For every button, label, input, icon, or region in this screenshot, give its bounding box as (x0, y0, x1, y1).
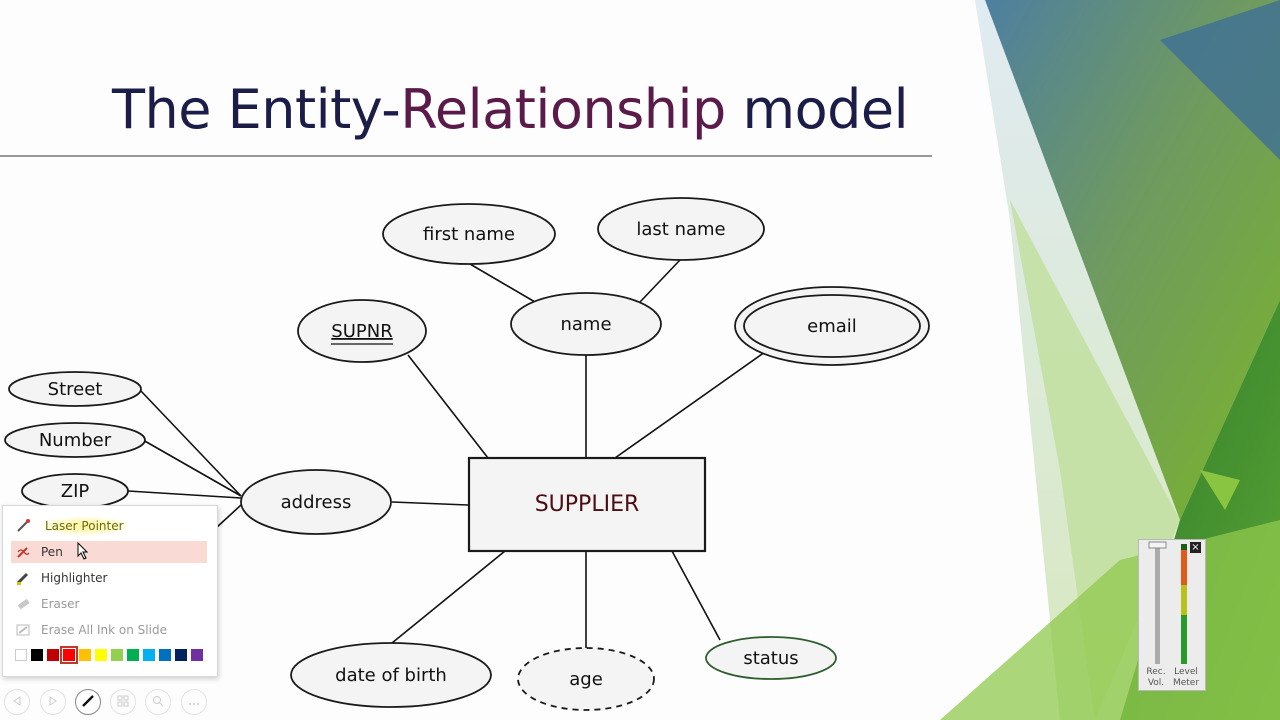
color-swatch-dark-red[interactable] (47, 649, 59, 661)
color-swatch-light-green[interactable] (111, 649, 123, 661)
color-swatch-purple[interactable] (191, 649, 203, 661)
see-all-slides-button[interactable] (110, 689, 136, 715)
attribute-last-name (597, 197, 765, 261)
menu-item-label: Eraser (41, 597, 80, 611)
name-label: name (560, 314, 611, 335)
age-label: age (569, 669, 603, 690)
attribute-supnr (297, 299, 427, 363)
mouse-cursor-icon (77, 541, 89, 563)
pen-icon (15, 544, 35, 560)
color-swatch-blue[interactable] (159, 649, 171, 661)
number-label: Number (39, 430, 112, 451)
menu-item-label: Highlighter (41, 571, 108, 585)
pen-icon (81, 694, 95, 711)
ink-color-palette (15, 646, 203, 664)
close-button[interactable]: × (1190, 542, 1201, 553)
status-label: status (743, 648, 798, 669)
menu-item-erase-all-ink[interactable]: Erase All Ink on Slide (11, 619, 207, 641)
date-of-birth-label: date of birth (335, 665, 447, 686)
last-name-label: last name (636, 219, 725, 240)
entity-supplier (467, 456, 707, 553)
color-swatch-green[interactable] (127, 649, 139, 661)
color-swatch-red[interactable] (60, 646, 78, 664)
arrow-right-icon (48, 695, 58, 709)
rec-volume-slider-handle[interactable] (1148, 541, 1167, 549)
menu-item-eraser[interactable]: Eraser (11, 593, 207, 615)
slide-title: The Entity-Relationship model (112, 78, 909, 141)
pen-options-menu: Laser Pointer Pen Highlighter Eraser (2, 505, 218, 677)
color-swatch-yellow[interactable] (95, 649, 107, 661)
level-meters (1148, 541, 1187, 664)
menu-item-label: Pen (41, 545, 63, 559)
menu-item-label: Laser Pointer (41, 517, 128, 535)
menu-item-laser-pointer[interactable]: Laser Pointer (11, 515, 207, 537)
more-options-button[interactable] (181, 689, 207, 715)
entity-supplier-label: SUPPLIER (535, 492, 640, 517)
rec-volume-track (1155, 544, 1160, 664)
level-meter-low (1181, 615, 1187, 664)
supnr-label: SUPNR (331, 321, 392, 342)
attribute-name (510, 292, 662, 356)
color-swatch-dark-blue[interactable] (175, 649, 187, 661)
magnifier-icon (152, 695, 164, 710)
attribute-email (743, 294, 921, 358)
level-meter-mid (1181, 585, 1187, 615)
rec-vol-label-line-2: Vol. (1147, 678, 1165, 688)
level-meter-label-line-2: Meter (1172, 678, 1200, 688)
attribute-status (705, 636, 837, 680)
title-part-1: The Entity- (112, 78, 401, 141)
attribute-first-name (382, 203, 556, 265)
title-part-3: model (725, 78, 909, 141)
address-label: address (281, 492, 352, 513)
street-label: Street (48, 379, 103, 400)
rec-vol-label-line-1: Rec. (1146, 667, 1166, 677)
first-name-label: first name (423, 224, 515, 245)
menu-item-highlighter[interactable]: Highlighter (11, 567, 207, 589)
title-part-2: Relationship (400, 78, 726, 141)
color-swatch-orange[interactable] (79, 649, 91, 661)
menu-item-pen[interactable]: Pen (11, 541, 207, 563)
presenter-toolbar (0, 686, 220, 718)
email-label: email (807, 316, 857, 337)
relationship-lines (127, 259, 766, 648)
arrow-left-icon (12, 695, 22, 709)
attribute-address (240, 469, 392, 535)
pen-tool-button[interactable] (75, 689, 101, 715)
highlighter-icon (15, 570, 35, 586)
level-meter-peak (1181, 550, 1187, 585)
color-swatch-black[interactable] (31, 649, 43, 661)
attribute-date-of-birth (290, 642, 492, 708)
color-swatch-light-blue[interactable] (143, 649, 155, 661)
previous-slide-button[interactable] (4, 689, 30, 715)
more-dots-icon (188, 695, 200, 709)
attribute-age (517, 647, 655, 711)
erase-all-icon (15, 622, 35, 638)
attribute-number (4, 422, 146, 458)
zoom-button[interactable] (145, 689, 171, 715)
rec-vol-label: Rec.Vol. (1141, 667, 1171, 689)
laser-pointer-icon (15, 518, 35, 534)
menu-item-label: Erase All Ink on Slide (41, 623, 167, 637)
attribute-street (8, 371, 142, 407)
grid-icon (117, 695, 129, 710)
next-slide-button[interactable] (40, 689, 66, 715)
color-swatch-white[interactable] (15, 649, 27, 661)
level-meter-label-line-1: Level (1174, 667, 1198, 677)
eraser-icon (15, 596, 35, 612)
zip-label: ZIP (61, 481, 90, 502)
